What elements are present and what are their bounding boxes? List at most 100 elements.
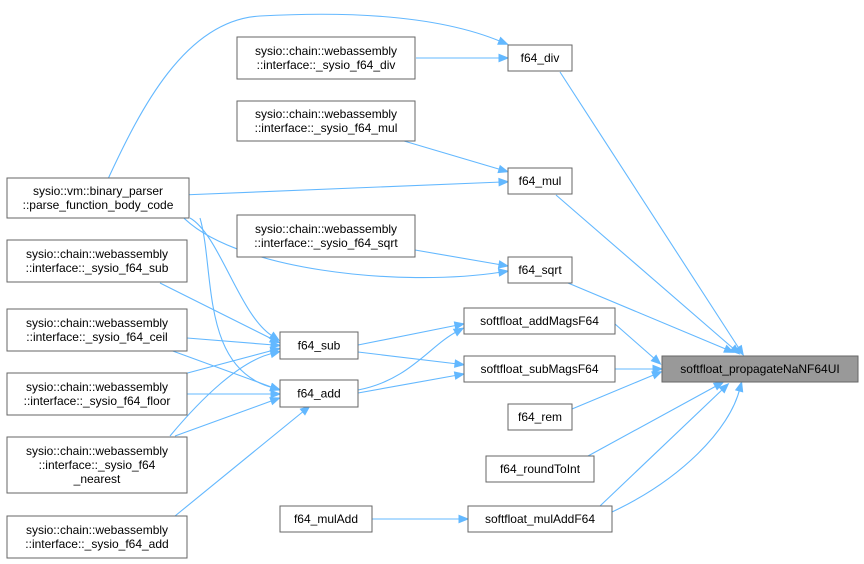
node-w_sub[interactable]: sysio::chain::webassembly::interface::_s… (6, 239, 188, 283)
node-w_div[interactable]: sysio::chain::webassembly::interface::_s… (236, 36, 416, 80)
edge-binary_parser-to-f64_add (199, 217, 275, 389)
arrowhead-propagate (650, 354, 662, 365)
node-label-line: f64_mul (519, 174, 562, 188)
node-f64_div[interactable]: f64_div (507, 44, 573, 72)
edges-layer (107, 13, 744, 524)
edge-addMags-to-propagate (614, 323, 657, 361)
node-w_ceil[interactable]: sysio::chain::webassembly::interface::_s… (6, 308, 188, 352)
node-box (6, 436, 188, 494)
arrowhead-f64_add (269, 382, 281, 391)
node-box (279, 331, 359, 360)
edge-w_floor-to-f64_sub (179, 349, 275, 376)
node-propagate[interactable]: softfloat_propagateNaNF64UI (661, 355, 859, 383)
arrowhead-mulAddF64 (458, 514, 470, 524)
node-box (236, 100, 416, 142)
node-label-line: f64_rem (518, 410, 562, 424)
edge-w_mul-to-f64_mul (403, 140, 503, 171)
arrowhead-f64_add (299, 405, 311, 416)
node-box (6, 239, 188, 283)
node-label-line: ::parse_function_body_code (23, 198, 174, 212)
edge-f64_sqrt-to-propagate (567, 282, 729, 351)
node-f64_add[interactable]: f64_add (279, 379, 359, 408)
edge-f64_add-to-subMags (357, 374, 459, 394)
edge-w_sub-to-f64_sub (159, 282, 275, 341)
node-box (507, 44, 573, 72)
node-label-line: sysio::chain::webassembly (255, 44, 397, 58)
node-label-line: sysio::chain::webassembly (26, 316, 168, 330)
node-label-line: ::interface::_sysio_f64_mul (255, 121, 398, 135)
node-label-line: f64_sub (298, 339, 341, 353)
node-w_floor[interactable]: sysio::chain::webassembly::interface::_s… (6, 372, 188, 416)
edge-w_sqrt-to-f64_sqrt (414, 249, 503, 266)
node-w_nearest[interactable]: sysio::chain::webassembly::interface::_s… (6, 436, 188, 494)
edge-f64_mul-to-propagate (555, 194, 736, 351)
arrowhead-f64_sub (268, 331, 281, 342)
edge-binary_parser-to-f64_sub (189, 217, 275, 338)
arrowhead-f64_div (497, 36, 509, 45)
node-label-line: sysio::chain::webassembly (26, 523, 168, 537)
arrowhead-f64_sub (269, 349, 282, 359)
node-box (507, 167, 573, 195)
node-label-line: softfloat_propagateNaNF64UI (680, 362, 839, 376)
edge-roundToInt-to-propagate (587, 384, 719, 457)
node-w_add[interactable]: sysio::chain::webassembly::interface::_s… (6, 515, 188, 559)
node-label-line: sysio::vm::binary_parser (33, 184, 163, 198)
edge-w_add-to-f64_add (174, 409, 306, 517)
node-f64_mulAdd[interactable]: f64_mulAdd (279, 505, 373, 533)
node-label-line: softfloat_addMagsF64 (480, 314, 599, 328)
node-label-line: f64_sqrt (518, 263, 562, 277)
arrowhead-propagate (718, 382, 730, 394)
node-binary_parser[interactable]: sysio::vm::binary_parser::parse_function… (6, 177, 190, 219)
arrowhead-propagate (712, 381, 725, 391)
node-w_sqrt[interactable]: sysio::chain::webassembly::interface::_s… (236, 214, 416, 258)
edge-mulAddF64-to-propagate (599, 387, 725, 507)
node-box (507, 403, 573, 431)
node-label-line: ::interface::_sysio_f64_ceil (26, 330, 167, 344)
node-box (507, 256, 573, 284)
node-addMags[interactable]: softfloat_addMagsF64 (463, 307, 616, 335)
node-label-line: ::interface::_sysio_f64_floor (24, 394, 171, 408)
node-label-line: ::interface::_sysio_f64 (39, 458, 156, 472)
arrowhead-f64_add (270, 389, 282, 399)
arrowhead-subMags (454, 359, 466, 368)
node-label-line: ::interface::_sysio_f64_div (257, 58, 396, 72)
arrowhead-propagate (734, 380, 744, 393)
arrowhead-propagate (652, 364, 664, 374)
arrowhead-f64_mul (498, 177, 510, 187)
node-box (661, 355, 859, 383)
arrowhead-propagate (734, 344, 744, 357)
edge-w_ceil-to-f64_add (169, 349, 275, 389)
node-box (236, 36, 416, 80)
edge-f64_sub-to-subMags (357, 351, 459, 365)
edge-f64_add-to-addMags (357, 330, 459, 391)
node-f64_mul[interactable]: f64_mul (507, 167, 573, 195)
node-label-line: ::interface::_sysio_f64_sqrt (254, 236, 398, 250)
arrowhead-f64_sqrt (497, 260, 510, 269)
edge-w_ceil-to-f64_sub (186, 337, 275, 346)
edge-w_nearest-to-f64_add (174, 399, 275, 437)
node-roundToInt[interactable]: f64_roundToInt (485, 455, 595, 483)
arrowhead-addMags (453, 321, 466, 330)
node-f64_sqrt[interactable]: f64_sqrt (507, 256, 573, 284)
node-w_mul[interactable]: sysio::chain::webassembly::interface::_s… (236, 100, 416, 142)
arrowhead-propagate (651, 371, 663, 380)
node-box (463, 307, 616, 335)
node-box (236, 214, 416, 258)
node-label-line: f64_add (297, 387, 340, 401)
edge-w_nearest-to-f64_sub (169, 352, 275, 437)
arrowhead-propagate (729, 344, 741, 355)
node-mulAddF64[interactable]: softfloat_mulAddF64 (467, 505, 613, 533)
node-f64_sub[interactable]: f64_sub (279, 331, 359, 360)
edge-binary_parser-to-f64_div (107, 13, 503, 180)
node-label-line: f64_mulAdd (294, 512, 358, 526)
node-subMags[interactable]: softfloat_subMagsF64 (463, 355, 616, 383)
node-box (463, 355, 616, 383)
node-f64_rem[interactable]: f64_rem (507, 403, 573, 431)
edge-mulAddF64-to-propagate (611, 387, 741, 513)
node-box (6, 308, 188, 352)
edge-f64_rem-to-propagate (571, 373, 657, 410)
node-label-line: softfloat_subMagsF64 (480, 362, 598, 376)
arrowhead-subMags (453, 371, 466, 380)
node-label-line: softfloat_mulAddF64 (485, 512, 595, 526)
